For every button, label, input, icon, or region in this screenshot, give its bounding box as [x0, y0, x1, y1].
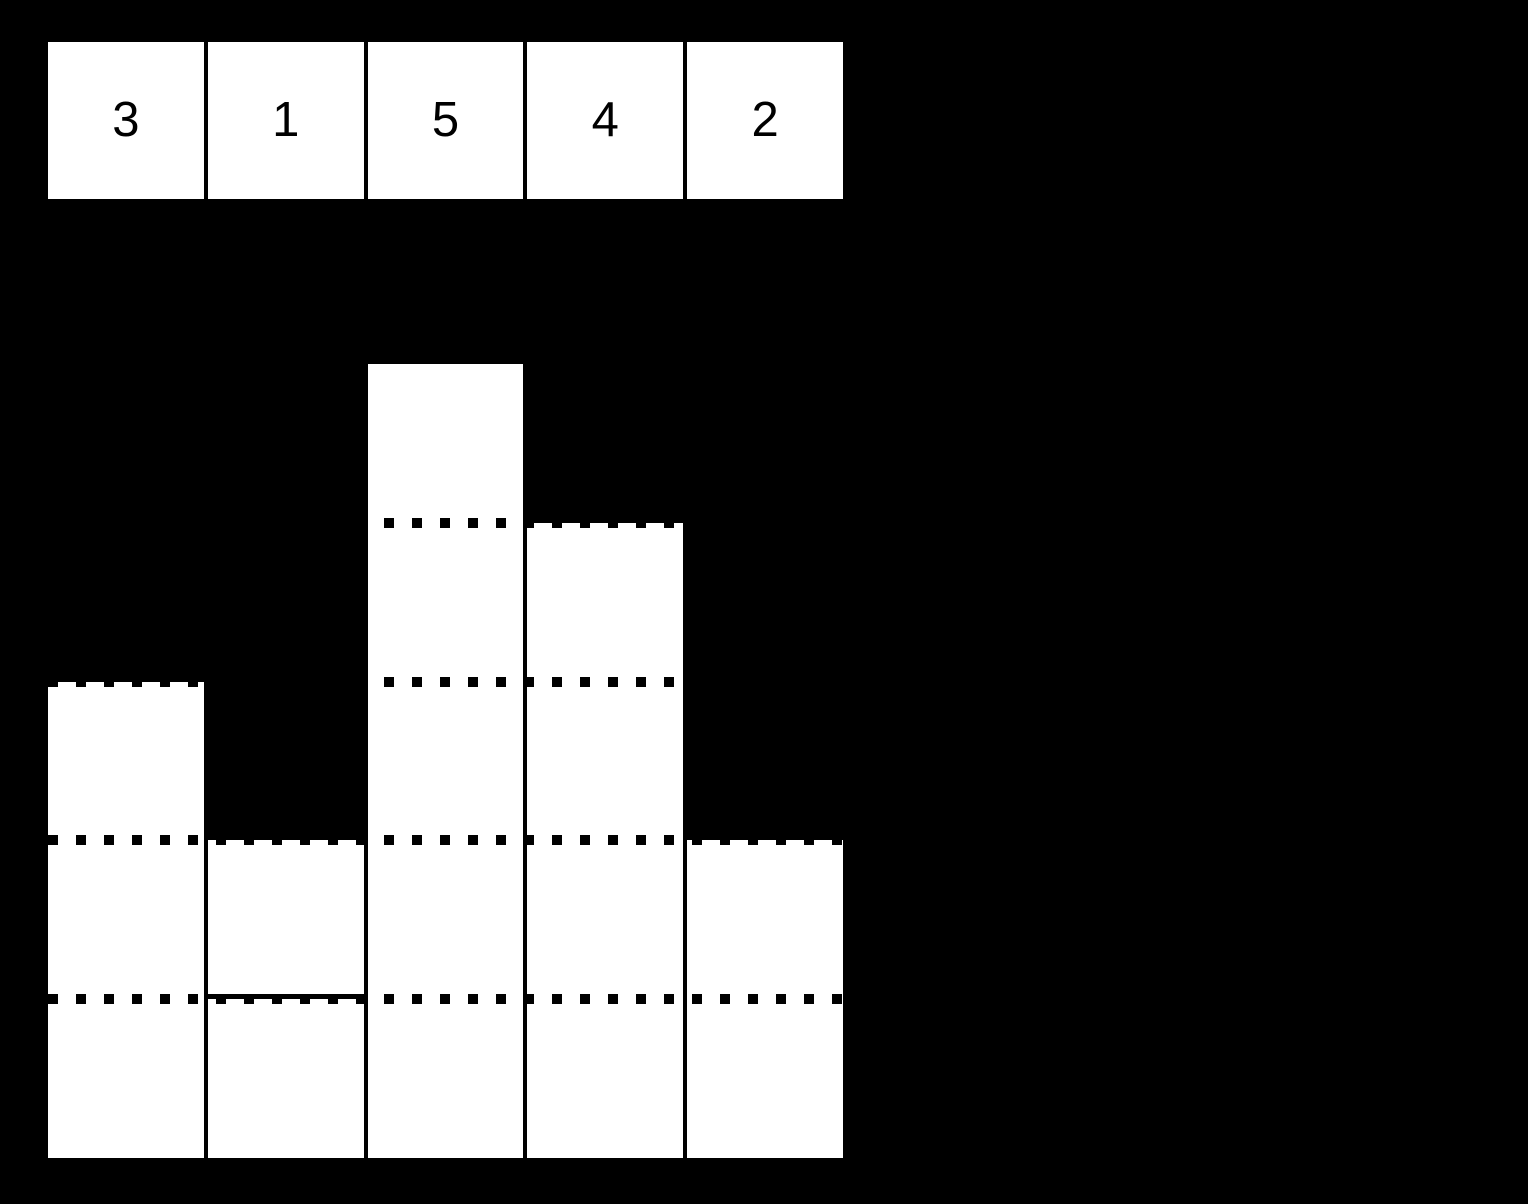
solid-divider-bar-1-level-1 [207, 993, 364, 999]
array-cell-1: 1 [207, 42, 364, 199]
dotted-gridline-level-2 [48, 835, 843, 846]
bar-column-2 [367, 364, 524, 1158]
array-cell-3: 4 [527, 42, 684, 199]
array-cell-4: 2 [687, 42, 843, 199]
dotted-gridline-level-3 [48, 676, 843, 687]
array-cell-2: 5 [367, 42, 524, 199]
array-row: 3 1 5 4 2 [48, 42, 843, 199]
array-cell-0: 3 [48, 42, 204, 199]
dotted-gridline-level-1 [48, 994, 843, 1005]
dotted-gridline-level-4 [48, 517, 843, 528]
bar-column-0 [48, 681, 204, 1158]
